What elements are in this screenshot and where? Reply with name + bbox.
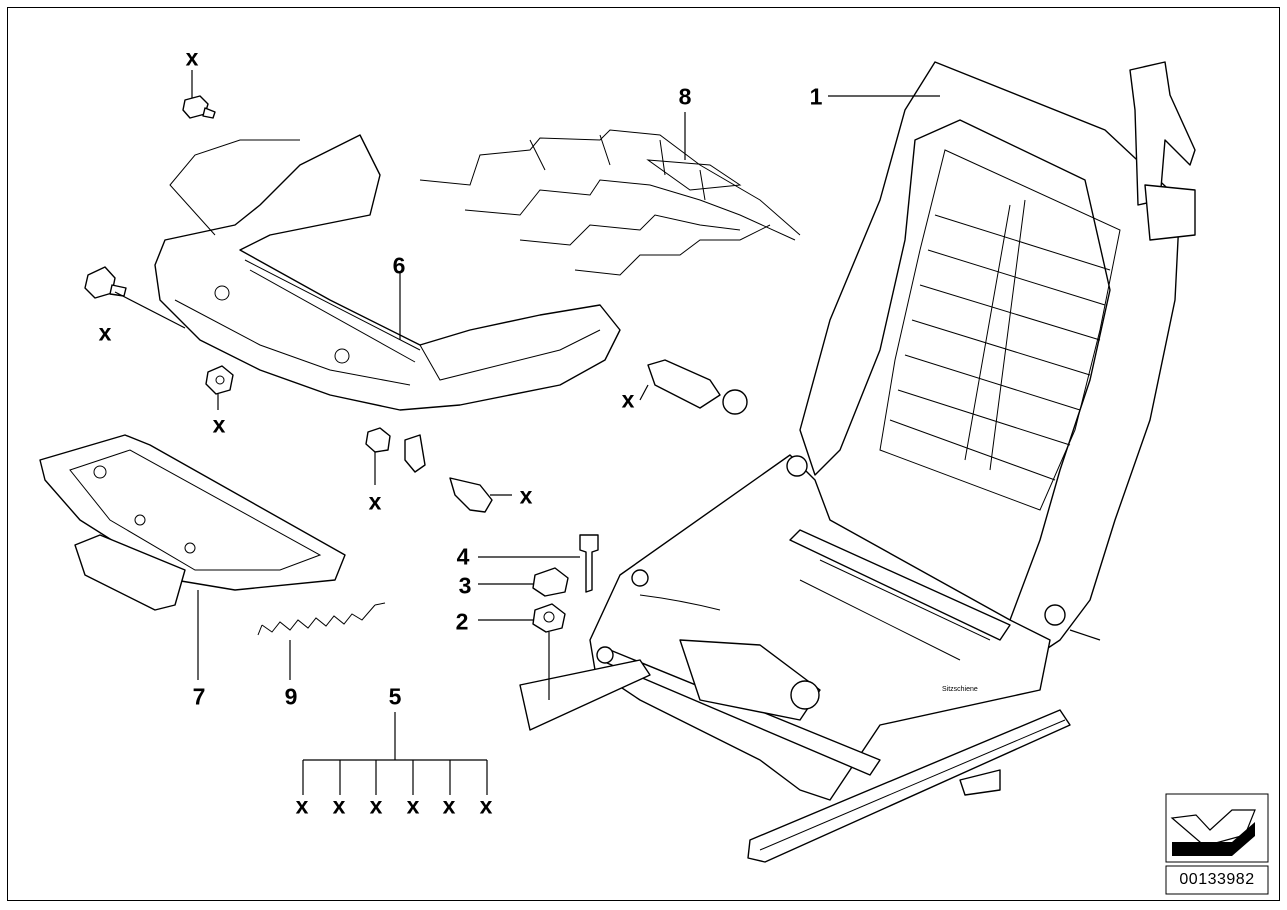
x-marker: x	[98, 319, 112, 346]
x-marker: x	[185, 44, 199, 71]
x-marker: x	[621, 386, 635, 413]
part-6-seat-pan[interactable]	[154, 134, 621, 411]
callout-3: 3	[458, 572, 472, 599]
callout-4: 4	[456, 543, 470, 570]
part-7-seat-extension[interactable]	[39, 434, 346, 611]
fastener-center-bolt[interactable]	[404, 434, 493, 513]
callout-8: 8	[678, 83, 692, 110]
part-4-bolt[interactable]	[579, 534, 599, 593]
fastener-left-bolt[interactable]	[84, 266, 127, 299]
x-marker: x	[332, 792, 346, 819]
x-marker: x	[368, 488, 382, 515]
leader-lines	[114, 70, 1101, 795]
x-marker: x	[212, 411, 226, 438]
part-8-spring-mat[interactable]	[419, 129, 801, 276]
fastener-top-left-bolt[interactable]	[182, 95, 216, 119]
fastener-left-nut[interactable]	[205, 365, 234, 395]
x-marker: x	[295, 792, 309, 819]
part-9-tension-spring[interactable]	[257, 602, 386, 636]
x-marker: x	[519, 482, 533, 509]
part-3-cap[interactable]	[532, 567, 569, 597]
document-number: 00133982	[1179, 871, 1255, 888]
x-marker: x	[479, 792, 493, 819]
part-2-nut[interactable]	[532, 603, 566, 633]
callout-7: 7	[192, 683, 206, 710]
part-1-seat-frame[interactable]	[519, 61, 1196, 863]
x-marker: x	[442, 792, 456, 819]
callout-6: 6	[392, 252, 406, 279]
x-marker: x	[406, 792, 420, 819]
callout-1: 1	[809, 83, 823, 110]
callout-9: 9	[284, 683, 298, 710]
fastener-right-sleeve[interactable]	[647, 359, 748, 415]
diagram-frame	[7, 7, 1280, 901]
x-marker: x	[369, 792, 383, 819]
callout-5: 5	[388, 683, 402, 710]
frame-stamp-text: Sitzschiene	[942, 686, 978, 693]
document-number-box	[1165, 865, 1269, 895]
fastener-center-bushing[interactable]	[365, 427, 391, 453]
callout-2: 2	[455, 608, 469, 635]
direction-arrow-icon	[1165, 793, 1269, 863]
